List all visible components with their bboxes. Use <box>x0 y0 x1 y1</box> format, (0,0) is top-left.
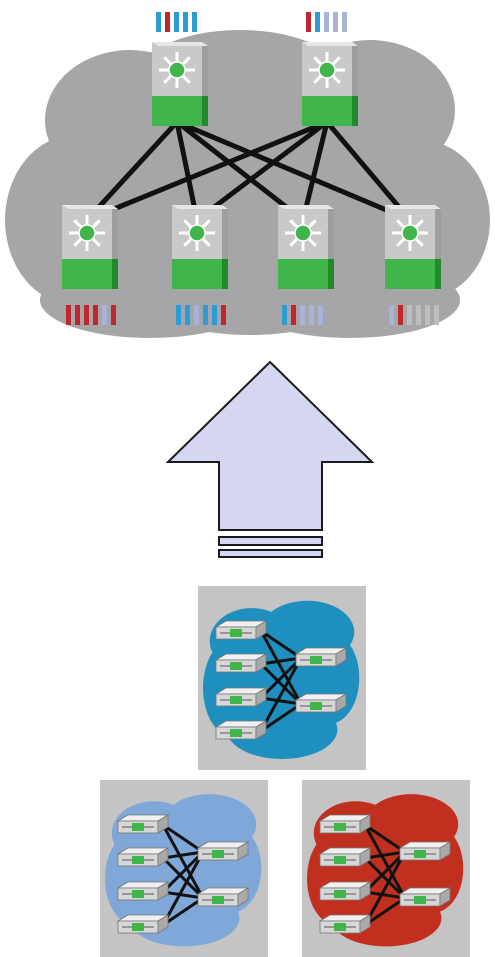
access-switch <box>214 620 268 640</box>
fabric-link <box>86 119 328 223</box>
access-switch <box>116 814 170 834</box>
access-switch <box>214 687 268 707</box>
switch-status-icon <box>414 896 426 904</box>
leaf-switch-ports <box>176 305 226 325</box>
access-switch <box>318 881 372 901</box>
leaf-switch <box>172 205 228 289</box>
access-switch <box>294 693 348 713</box>
switch-star-icon <box>392 215 428 251</box>
fabric-link <box>175 120 305 222</box>
switch-star-icon <box>179 215 215 251</box>
switch-status-icon <box>414 850 426 858</box>
switch-status-icon <box>212 850 224 858</box>
leaf-switch <box>62 205 118 289</box>
switch-status-icon <box>132 923 144 931</box>
panel-links <box>363 823 407 927</box>
spine-switch <box>152 42 208 126</box>
switch-status-icon <box>230 662 242 670</box>
migration-arrow-icon <box>165 360 375 558</box>
fabric-link <box>174 121 200 221</box>
access-switch <box>318 814 372 834</box>
leaf-switch <box>278 205 334 289</box>
access-switch <box>214 720 268 740</box>
fabric-link <box>195 120 329 222</box>
access-switch <box>294 647 348 667</box>
switch-star-icon <box>159 52 195 88</box>
top-fabric <box>5 12 490 338</box>
leaf-switch-ports <box>282 305 323 325</box>
access-switch <box>318 847 372 867</box>
switch-status-icon <box>212 896 224 904</box>
spine-switch-ports <box>306 12 347 32</box>
switch-status-icon <box>132 856 144 864</box>
switch-status-icon <box>132 823 144 831</box>
spine-switch <box>302 42 358 126</box>
switch-status-icon <box>230 629 242 637</box>
switch-status-icon <box>334 923 346 931</box>
access-switch <box>398 887 452 907</box>
access-switch <box>196 887 250 907</box>
leaf-switch <box>385 205 441 289</box>
access-switch <box>116 914 170 934</box>
access-switch <box>116 847 170 867</box>
access-switch <box>196 841 250 861</box>
leaf-switch-ports <box>389 305 439 325</box>
switch-status-icon <box>334 890 346 898</box>
switch-star-icon <box>309 52 345 88</box>
switch-status-icon <box>132 890 144 898</box>
fabric-link <box>325 120 412 222</box>
switch-status-icon <box>230 696 242 704</box>
switch-status-icon <box>310 702 322 710</box>
fabric-links <box>85 119 412 223</box>
legacy-networks <box>100 586 470 957</box>
switch-status-icon <box>334 823 346 831</box>
access-switch <box>398 841 452 861</box>
switch-status-icon <box>230 729 242 737</box>
legacy-network-panel <box>100 780 268 957</box>
panel-links <box>161 823 205 927</box>
legacy-network-panel <box>302 780 470 957</box>
access-switch <box>214 653 268 673</box>
access-switch <box>318 914 372 934</box>
switch-star-icon <box>69 215 105 251</box>
switch-star-icon <box>285 215 321 251</box>
legacy-network-panel <box>198 586 366 770</box>
panel-links <box>259 629 303 733</box>
spine-switch-ports <box>156 12 197 32</box>
leaf-switch-ports <box>66 305 116 325</box>
switch-status-icon <box>334 856 346 864</box>
fabric-link <box>176 119 411 223</box>
switch-status-icon <box>310 656 322 664</box>
access-switch <box>116 881 170 901</box>
fabric-link <box>300 121 330 221</box>
fabric-link <box>85 120 179 222</box>
fabric-switches <box>62 12 441 325</box>
